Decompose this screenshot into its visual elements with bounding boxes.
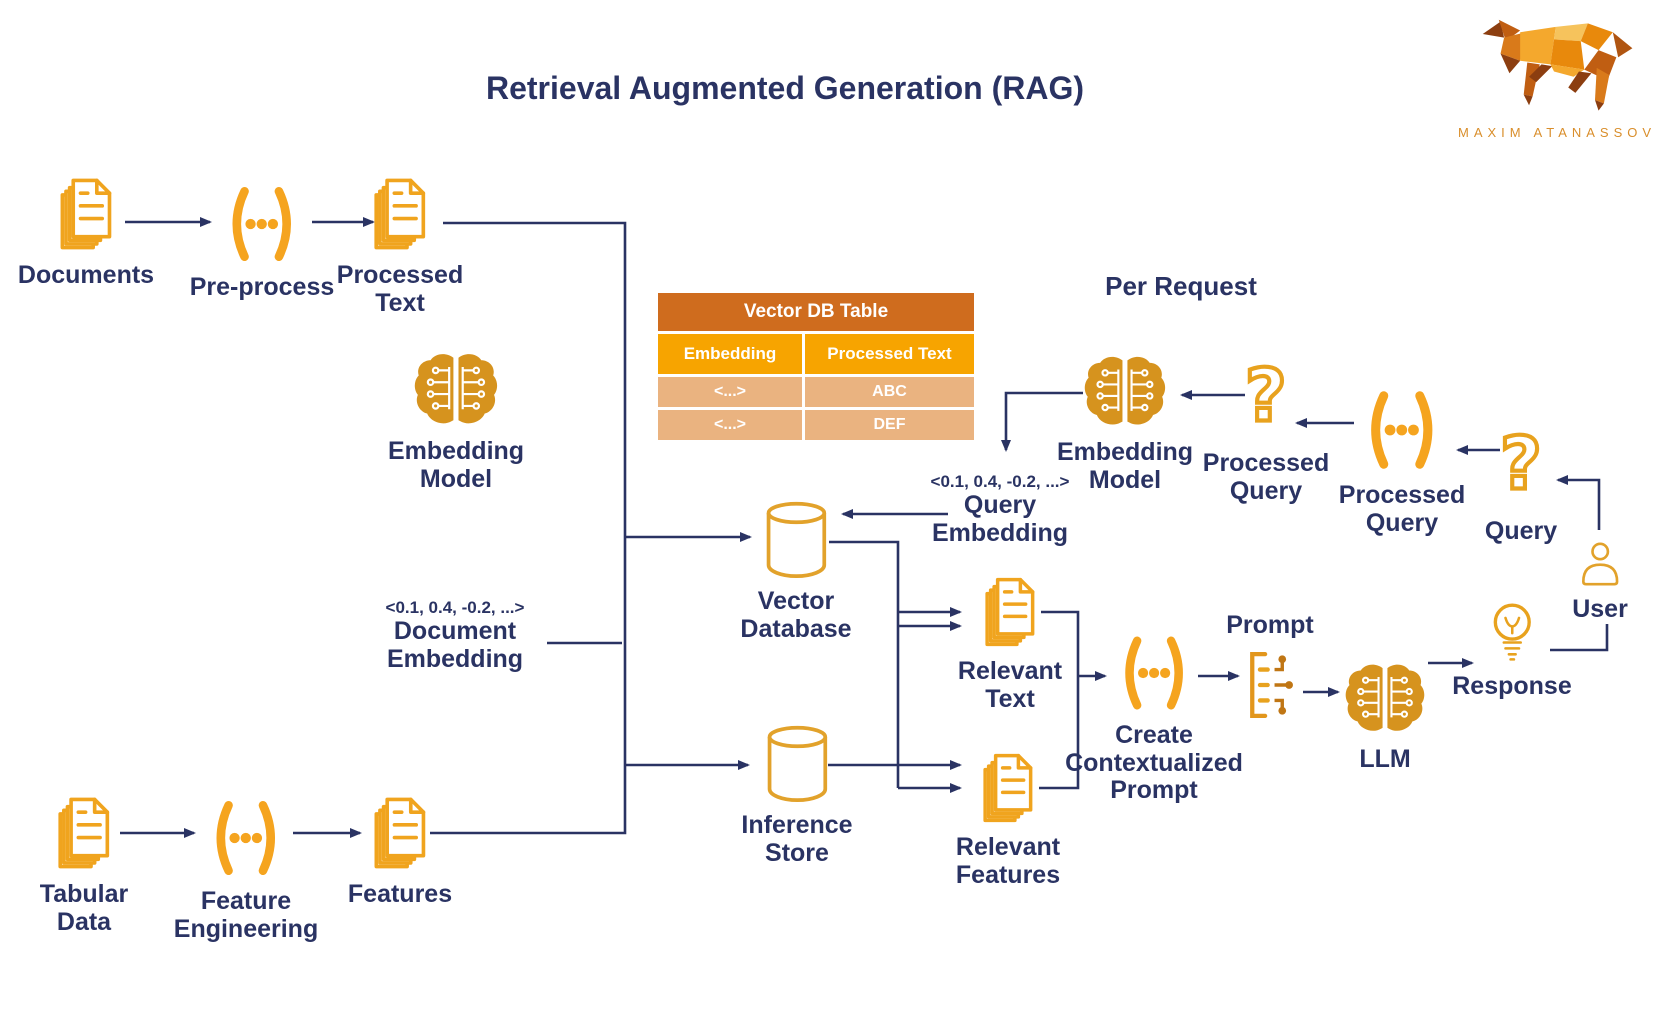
- node-preprocess: Pre-process: [189, 184, 335, 302]
- node-relevant-features: Relevant Features: [956, 752, 1060, 889]
- table-row: <...> ABC: [658, 377, 974, 407]
- node-label: Embedding Model: [387, 437, 525, 493]
- node-prompt: Prompt: [1226, 611, 1314, 722]
- node-label: User: [1572, 595, 1628, 623]
- node-processed-text: Processed Text: [337, 176, 463, 317]
- parentheses-dots-icon: [1111, 634, 1197, 712]
- node-label: Embedding Model: [1056, 438, 1194, 494]
- table-cell: DEF: [805, 410, 974, 440]
- node-label: Prompt: [1226, 611, 1314, 639]
- node-label: Processed Text: [336, 261, 464, 317]
- table-header-processed-text: Processed Text: [805, 334, 974, 374]
- node-label: Relevant Text: [957, 657, 1063, 713]
- table-row: <...> DEF: [658, 410, 974, 440]
- node-query-embedding: <0.1, 0.4, -0.2, ...> Query Embedding: [931, 472, 1070, 547]
- node-label: Processed Query: [1338, 481, 1466, 537]
- node-processed-query-right: Processed Query: [1339, 388, 1465, 537]
- documents-stack-icon: [980, 752, 1036, 824]
- node-create-contextualized-prompt: Create Contextualized Prompt: [1065, 634, 1243, 805]
- line-response-to-user: [1550, 624, 1609, 652]
- node-processed-query-left: Processed Query: [1203, 360, 1329, 505]
- table-title: Vector DB Table: [658, 293, 974, 331]
- documents-stack-icon: [57, 176, 115, 252]
- database-cylinder-icon: [762, 500, 830, 578]
- brain-circuit-icon: [412, 350, 500, 428]
- node-label: Inference Store: [741, 811, 853, 867]
- node-label: Tabular Data: [39, 880, 129, 936]
- lightbulb-icon: [1489, 601, 1535, 667]
- node-label: Feature Engineering: [173, 887, 319, 943]
- documents-stack-icon: [55, 795, 113, 871]
- table-cell: <...>: [658, 410, 802, 440]
- node-vector-database: Vector Database: [740, 500, 852, 643]
- node-llm: LLM: [1343, 660, 1427, 774]
- question-mark-icon: [1242, 360, 1290, 440]
- vector-db-table: Vector DB Table Embedding Processed Text…: [658, 293, 974, 440]
- node-label: Create Contextualized Prompt: [1065, 721, 1243, 804]
- node-response: Response: [1452, 601, 1572, 701]
- node-label: Response: [1452, 672, 1572, 700]
- page-title: Retrieval Augmented Generation (RAG): [485, 70, 1084, 106]
- parentheses-dots-icon: [1357, 388, 1447, 472]
- table-header-row: Embedding Processed Text: [658, 334, 974, 374]
- brain-circuit-icon: [1343, 660, 1427, 736]
- documents-stack-icon: [371, 795, 429, 871]
- prompt-list-icon: [1246, 648, 1294, 722]
- node-relevant-text: Relevant Text: [958, 576, 1062, 713]
- node-feature-engineering: Feature Engineering: [174, 798, 318, 943]
- question-mark-icon: [1497, 428, 1545, 508]
- arrow-embedding-model-to-query-embedding: [1001, 391, 1083, 452]
- node-inference-store: Inference Store: [741, 724, 853, 867]
- per-request-label: Per Request: [1105, 271, 1257, 301]
- node-label: Features: [347, 880, 453, 908]
- trunk-processed-text-features: [430, 221, 627, 835]
- bull-icon: [1461, 18, 1647, 116]
- node-label: Query Embedding: [931, 491, 1069, 547]
- arrow-user-to-query: [1556, 475, 1601, 530]
- parentheses-dots-icon: [219, 184, 305, 264]
- brand-logo: MAXIM ATANASSOV: [1458, 18, 1657, 140]
- node-label: Vector Database: [740, 587, 852, 643]
- node-embedding-model-right: Embedding Model: [1057, 353, 1193, 494]
- database-cylinder-icon: [763, 724, 831, 802]
- embedding-vector-text: <0.1, 0.4, -0.2, ...>: [385, 598, 525, 617]
- node-embedding-model-left: Embedding Model: [388, 350, 524, 493]
- person-icon: [1578, 536, 1622, 592]
- node-query: Query: [1485, 428, 1557, 546]
- brain-circuit-icon: [1082, 353, 1168, 429]
- node-documents: Documents: [18, 176, 154, 290]
- table-cell: <...>: [658, 377, 802, 407]
- node-features: Features: [348, 795, 452, 909]
- node-label: LLM: [1359, 745, 1411, 773]
- node-label: Processed Query: [1202, 449, 1330, 505]
- node-label: Query: [1484, 517, 1558, 545]
- table-header-embedding: Embedding: [658, 334, 802, 374]
- node-user: User: [1572, 536, 1628, 624]
- node-tabular-data: Tabular Data: [40, 795, 128, 936]
- node-document-embedding: <0.1, 0.4, -0.2, ...> Document Embedding: [386, 598, 525, 673]
- line-relevant-items-join: [1039, 610, 1080, 790]
- parentheses-dots-icon: [203, 798, 289, 878]
- node-label: Document Embedding: [386, 617, 524, 673]
- line-vector-database-out: [829, 540, 900, 788]
- node-label: Pre-process: [189, 273, 335, 301]
- table-cell: ABC: [805, 377, 974, 407]
- node-label: Documents: [17, 261, 155, 289]
- documents-stack-icon: [982, 576, 1038, 648]
- brand-name: MAXIM ATANASSOV: [1458, 125, 1657, 140]
- documents-stack-icon: [371, 176, 429, 252]
- node-label: Relevant Features: [955, 833, 1061, 889]
- embedding-vector-text: <0.1, 0.4, -0.2, ...>: [930, 472, 1070, 491]
